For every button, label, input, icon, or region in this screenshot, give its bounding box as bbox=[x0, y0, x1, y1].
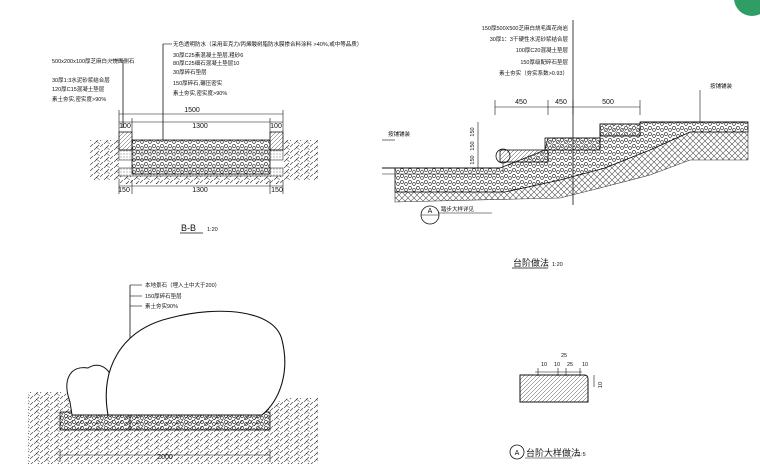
rock-label-1: 本地景石（埋入土中大于200） bbox=[145, 281, 220, 289]
bb-dim-left: 100 bbox=[119, 123, 131, 130]
bb-title: B-B bbox=[181, 223, 196, 233]
step-label-3: 100厚C20混凝土垫层 bbox=[516, 46, 569, 54]
step-dim-1: 450 bbox=[515, 99, 527, 106]
bb-right-label-5: 150厚碎石,碾压密实 bbox=[173, 79, 223, 87]
bb-left-label-1: 500x200x100厚芝麻白火烧面侧石 bbox=[52, 57, 135, 65]
bb-left-label-4: 素土夯实,密实度>90% bbox=[52, 95, 106, 103]
detail-dim-2: 10 bbox=[554, 362, 560, 368]
detail-dim-1: 10 bbox=[541, 362, 547, 368]
step-section-drawing bbox=[382, 20, 749, 269]
detail-dim-top: 25 bbox=[561, 353, 567, 359]
bb-right-label-4: 30厚碎石垫层 bbox=[173, 68, 207, 76]
step-label-2: 30厚1：3干硬性水泥砂浆结合层 bbox=[490, 35, 569, 43]
step-vdim-2: 150 bbox=[470, 141, 476, 150]
step-scale: 1:20 bbox=[552, 262, 563, 268]
step-title: 台阶做法 bbox=[513, 257, 549, 268]
bb-right-label-3: 80厚C25细石混凝土垫层10 bbox=[173, 59, 239, 67]
rock-label-2: 150厚碎石垫层 bbox=[145, 292, 182, 300]
bb-dim-right: 100 bbox=[270, 123, 282, 130]
bb-right-label-2: 30厚C25素混凝土垫层,粗砂6 bbox=[173, 51, 243, 59]
step-right-note: 按铺铺装 bbox=[710, 82, 733, 90]
step-callout-letter: A bbox=[428, 208, 433, 215]
bb-scale: 1:20 bbox=[207, 227, 218, 233]
step-vdim-1: 150 bbox=[470, 127, 476, 136]
detail-side-dim: 10 bbox=[598, 382, 604, 388]
detail-title: 台阶大样做法 bbox=[526, 447, 580, 458]
detail-dim-4: 10 bbox=[582, 362, 588, 368]
step-dim-3: 500 bbox=[602, 99, 614, 106]
bb-bottom-dim-right: 150 bbox=[271, 187, 283, 194]
bb-bottom-dim-middle: 1300 bbox=[192, 187, 208, 194]
step-label-1: 150厚500X500芝麻白烧毛面花岗岩 bbox=[482, 24, 569, 32]
rock-label-3: 素土夯实90% bbox=[145, 302, 178, 310]
rock-dim: 2000 bbox=[157, 454, 173, 461]
bb-bottom-dim-left: 150 bbox=[118, 187, 130, 194]
bb-right-label-6: 素土夯实,密实度>90% bbox=[173, 89, 227, 97]
bb-dim-total: 1500 bbox=[184, 107, 200, 114]
section-bb-drawing bbox=[90, 43, 318, 234]
bb-right-label-1: 无色透明防水（采用亚克力/丙烯酸树脂防水膜掺合料涂料 >40%,或中等品质） bbox=[173, 40, 362, 48]
rock-section-drawing bbox=[28, 284, 318, 464]
step-dim-2: 450 bbox=[555, 99, 567, 106]
step-label-5: 素土夯实（夯实系数>0.93） bbox=[499, 69, 568, 77]
step-left-note: 按铺铺装 bbox=[388, 130, 411, 138]
corner-accent-icon bbox=[734, 0, 760, 16]
detail-scale: 1:5 bbox=[578, 452, 586, 458]
step-detail-drawing bbox=[509, 368, 595, 460]
detail-dim-3: 25 bbox=[567, 362, 573, 368]
detail-callout-letter: A bbox=[515, 450, 520, 457]
bb-left-label-2: 30厚1:3水泥砂浆结合层 bbox=[52, 76, 110, 84]
bb-dim-middle: 1300 bbox=[192, 123, 208, 130]
step-label-4: 150厚级配碎石垫层 bbox=[520, 58, 568, 66]
step-vdim-3: 150 bbox=[470, 155, 476, 164]
step-callout-text: 踏步大样详见 bbox=[441, 205, 475, 213]
bb-left-label-3: 120厚C15混凝土垫层 bbox=[52, 85, 105, 93]
